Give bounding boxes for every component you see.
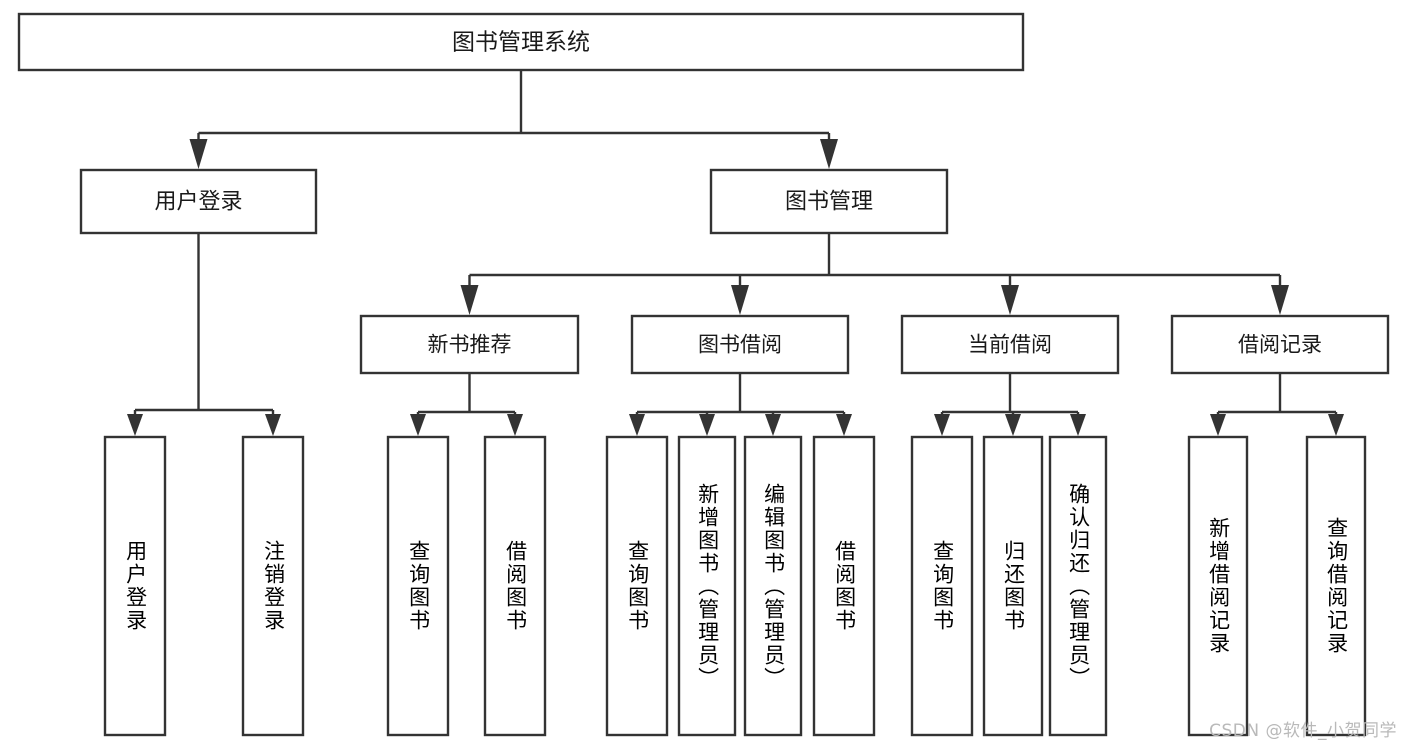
arrow-head-icon-leaf-3-1: [1005, 414, 1021, 436]
node-box-leaf-10[interactable]: [1048, 435, 1108, 737]
node-label-level2-2: 当前借阅: [968, 333, 1052, 357]
node-label-level1-1: 图书管理: [785, 190, 873, 215]
node-label-root: 图书管理系统: [452, 30, 590, 56]
node-box-leaf-4[interactable]: [605, 435, 669, 737]
arrow-head-icon-level2-3: [1271, 285, 1289, 315]
arrow-head-icon-leaf-2-2: [765, 414, 781, 436]
node-box-leaf-6[interactable]: [743, 435, 803, 737]
node-box-leaf-8[interactable]: [910, 435, 974, 737]
node-box-leaf-1[interactable]: [241, 435, 305, 737]
arrow-head-icon-level2-2: [1001, 285, 1019, 315]
arrow-head-icon-leaf-3-0: [934, 414, 950, 436]
node-label-level2-1: 图书借阅: [698, 333, 782, 357]
node-box-level2-1[interactable]: [630, 314, 850, 375]
arrow-head-icon-leaf-2-1: [699, 414, 715, 436]
node-box-leaf-11[interactable]: [1187, 435, 1249, 737]
arrow-head-icon-level1-1: [820, 139, 838, 169]
node-label-level2-3: 借阅记录: [1238, 333, 1322, 357]
node-box-leaf-5[interactable]: [677, 435, 737, 737]
node-box-root[interactable]: [17, 12, 1025, 72]
node-box-level1-0[interactable]: [79, 168, 318, 235]
node-label-level1-0: 用户登录: [154, 190, 242, 215]
arrow-head-icon-leaf-4-0: [1210, 414, 1226, 436]
connector-layer: [127, 70, 1344, 436]
arrow-head-icon-level2-0: [460, 285, 479, 315]
node-box-leaf-0[interactable]: [103, 435, 167, 737]
arrow-head-icon-leaf-0-1: [265, 414, 281, 436]
arrow-head-icon-leaf-0-0: [127, 414, 143, 436]
node-box-leaf-7[interactable]: [812, 435, 876, 737]
arrow-head-icon-leaf-4-1: [1328, 414, 1344, 436]
arrow-head-icon-leaf-3-2: [1070, 414, 1086, 436]
arrow-head-icon-leaf-2-3: [836, 414, 852, 436]
node-box-level1-1[interactable]: [709, 168, 949, 235]
arrow-head-icon-level2-1: [731, 285, 749, 315]
watermark-credit: CSDN @软件_小贺同学: [1209, 721, 1397, 741]
node-box-leaf-3[interactable]: [483, 435, 547, 737]
arrow-head-icon-leaf-1-0: [410, 414, 426, 436]
node-label-level2-0: 新书推荐: [428, 333, 512, 357]
node-box-level2-2[interactable]: [900, 314, 1120, 375]
node-box-level2-0[interactable]: [359, 314, 580, 375]
arrow-head-icon-level1-0: [189, 139, 208, 169]
arrow-head-icon-leaf-1-1: [507, 414, 523, 436]
node-box-leaf-2[interactable]: [386, 435, 450, 737]
node-box-level2-3[interactable]: [1170, 314, 1390, 375]
arrow-head-icon-leaf-2-0: [629, 414, 645, 436]
node-box-leaf-12[interactable]: [1305, 435, 1367, 737]
node-box-leaf-9[interactable]: [982, 435, 1044, 737]
